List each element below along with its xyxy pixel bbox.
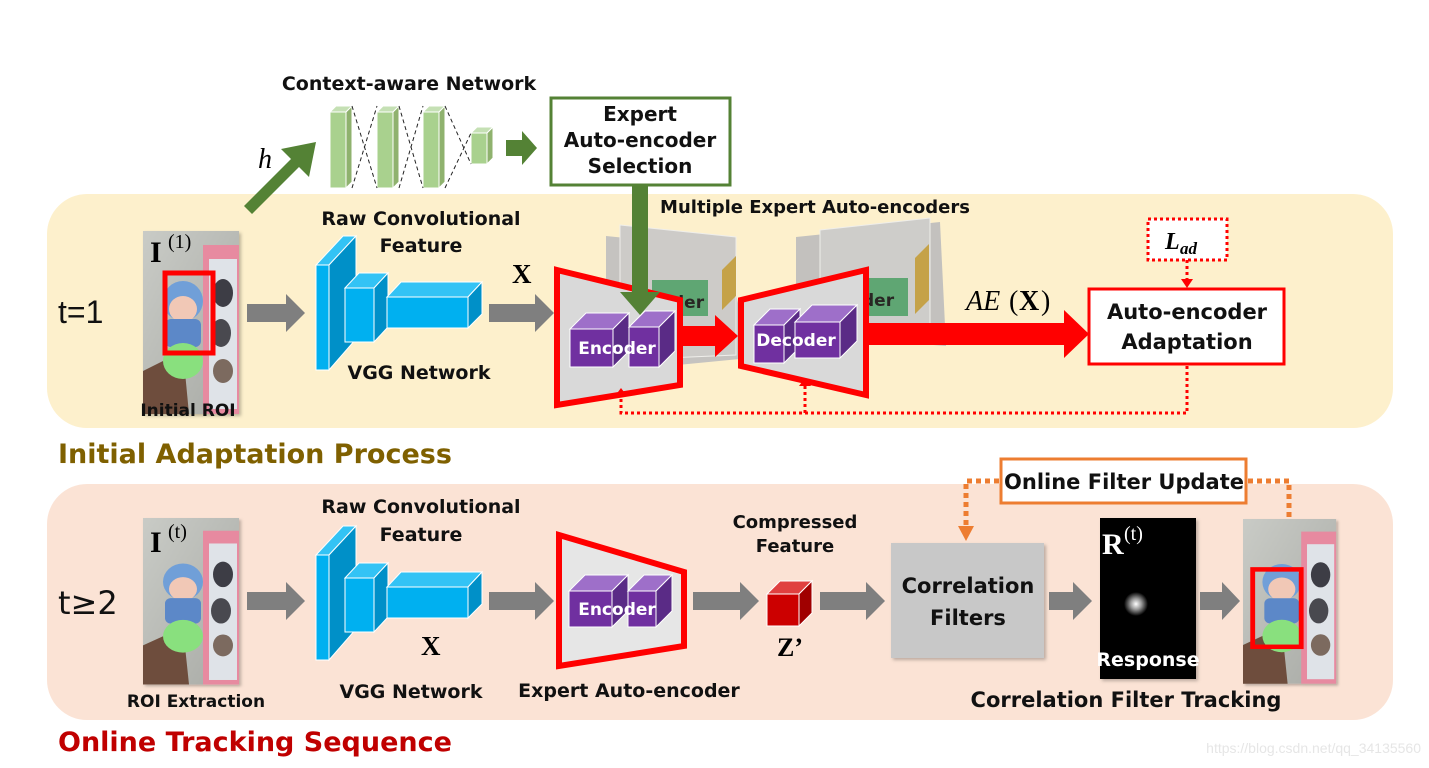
loss-box	[1146, 217, 1229, 262]
loss-subscript: ad	[1180, 239, 1198, 258]
expert-selection-line-2: Auto-encoder	[564, 128, 717, 152]
decoder-label-1: Decoder	[756, 331, 836, 351]
i1-superscript: (1)	[168, 231, 191, 253]
z-symbol: Z’	[777, 633, 803, 662]
response-to-result-arrow	[1200, 582, 1240, 620]
online-update-arrowhead	[958, 526, 974, 541]
adaptation-line-2: Adaptation	[1121, 330, 1252, 354]
i1-symbol: I	[150, 236, 162, 269]
context-to-selection-arrow	[506, 131, 537, 165]
multiple-ae-label: Multiple Expert Auto-encoders	[660, 197, 970, 218]
response-map	[1100, 518, 1196, 679]
encoder-block-2: Encoder	[556, 530, 687, 670]
online-filter-update-label: Online Filter Update	[1004, 470, 1244, 494]
cf-to-response-arrow	[1049, 582, 1092, 620]
online-update-lines	[963, 478, 1292, 528]
encoder-to-z-arrow	[693, 582, 759, 620]
encoder-label-1: Encoder	[578, 339, 656, 359]
vgg-network-2	[314, 524, 484, 662]
t2-label: t≥2	[58, 584, 118, 622]
raw-conv-feature-line-1b: Raw Convolutional	[321, 496, 520, 518]
loss-arrowhead	[1181, 279, 1193, 288]
loss-symbol: L	[1164, 229, 1180, 255]
online-filter-update-box	[999, 457, 1248, 505]
decoder-block-1: Decoder	[738, 266, 869, 399]
h-symbol: h	[258, 144, 272, 175]
ae-output-open-paren: (	[1009, 286, 1018, 317]
raw-conv-feature-line-1: Raw Convolutional	[321, 208, 520, 230]
expert-selection-line-1: Expert	[603, 102, 677, 126]
response-superscript: (t)	[1124, 523, 1143, 545]
roi-to-vgg-arrow-2	[247, 582, 305, 620]
adaptation-line-1: Auto-encoder	[1107, 300, 1268, 324]
online-tracking-title: Online Tracking Sequence	[58, 727, 452, 758]
ae-output-prefix: AE	[964, 286, 1000, 317]
compressed-feature-cube	[765, 579, 814, 628]
adaptation-box	[1087, 287, 1286, 366]
cf-line-1: Correlation	[902, 574, 1035, 598]
tracking-result-image	[1243, 519, 1337, 684]
initial-adaptation-title: Initial Adaptation Process	[58, 439, 452, 470]
roi-to-vgg-arrow-1	[247, 294, 305, 332]
expert-ae-caption: Expert Auto-encoder	[518, 680, 740, 702]
initial-roi-image	[143, 231, 239, 414]
context-connections	[351, 105, 472, 189]
feedback-arrowhead-decoder	[799, 378, 811, 386]
selection-to-encoder-arrow	[620, 185, 660, 315]
vgg-network-1	[314, 234, 484, 372]
it-superscript: (t)	[168, 521, 187, 543]
h-arrow	[244, 142, 316, 214]
x-symbol-2: X	[421, 631, 441, 661]
encoder-to-decoder-arrow	[683, 315, 738, 357]
context-layer-2	[375, 104, 401, 190]
response-label: Response	[1096, 649, 1199, 671]
vgg-network-caption-2: VGG Network	[340, 681, 483, 703]
vgg-to-encoder-arrow-1	[489, 294, 554, 332]
watermark: https://blog.csdn.net/qq_34135560	[1206, 740, 1421, 756]
context-layer-1	[328, 104, 354, 190]
cf-tracking-caption: Correlation Filter Tracking	[971, 688, 1282, 712]
raw-conv-feature-line-2b: Feature	[380, 524, 463, 546]
x-symbol-1: X	[512, 259, 532, 289]
ae-output-arg: X	[1019, 286, 1039, 317]
feedback-arrowhead-encoder	[615, 388, 627, 396]
tracking-result-box	[1250, 567, 1304, 650]
compressed-feature-line-2: Feature	[756, 536, 834, 557]
ghost-decoder-text: der	[862, 291, 895, 311]
z-to-cf-arrow	[820, 582, 885, 620]
vgg-network-caption-1: VGG Network	[348, 362, 491, 384]
response-symbol: R	[1102, 528, 1124, 561]
ae-output-close-paren: )	[1041, 286, 1050, 317]
context-layer-4	[469, 125, 495, 166]
initial-roi-box	[162, 270, 216, 356]
expert-selection-line-3: Selection	[588, 154, 693, 178]
decoder-to-adaptation-arrow	[869, 310, 1089, 358]
context-layer-3	[421, 104, 447, 190]
context-network-layers	[328, 104, 495, 190]
vgg-to-encoder-arrow-2	[489, 582, 554, 620]
roi-extraction-caption: ROI Extraction	[127, 692, 265, 712]
initial-roi-caption: Initial ROI	[140, 401, 235, 421]
t1-label: t=1	[58, 294, 103, 330]
encoder-label-2: Encoder	[578, 600, 656, 620]
response-peak	[1124, 592, 1148, 616]
correlation-filters-box	[891, 543, 1044, 658]
adaptation-feedback-line	[619, 366, 1189, 415]
compressed-feature-line-1: Compressed	[733, 512, 858, 533]
it-symbol: I	[150, 526, 162, 559]
raw-conv-feature-line-2: Feature	[380, 235, 463, 257]
cf-line-2: Filters	[930, 606, 1006, 630]
context-network-label: Context-aware Network	[282, 73, 537, 95]
